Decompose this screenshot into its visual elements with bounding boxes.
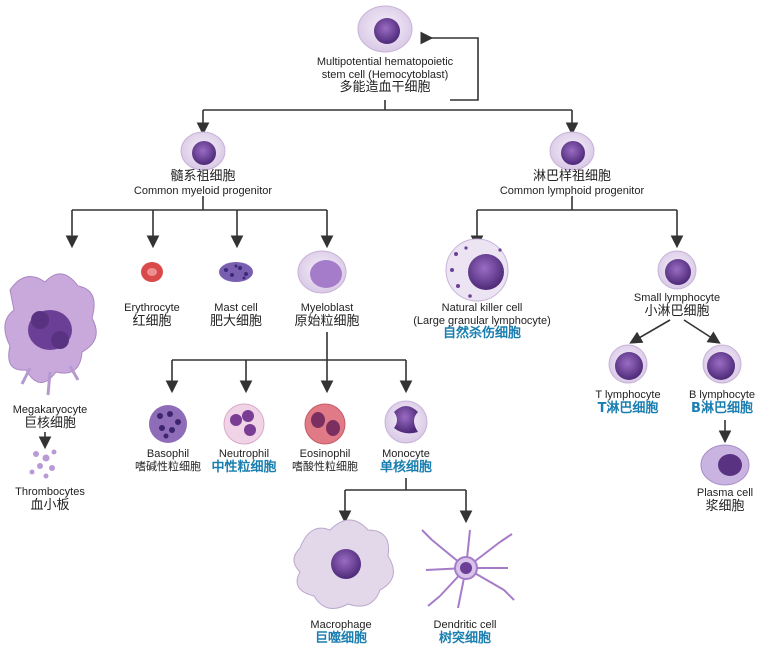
nk-cell-zh: 自然杀伤细胞: [442, 326, 521, 342]
monocyte-zh: 单核细胞: [379, 459, 432, 475]
b-lymphocyte-zh: B淋巴细胞: [691, 400, 753, 416]
myeloblast-zh: 原始粒细胞: [294, 313, 360, 329]
stem-cell-en2: stem cell (Hemocytoblast): [321, 68, 449, 81]
nk-cell-label: Natural killer cell (Large granular lymp…: [397, 302, 567, 342]
myeloblast-en: Myeloblast: [300, 302, 354, 314]
neutrophil-label: Neutrophil 中性粒细胞: [204, 448, 284, 476]
thrombocytes-icon: [29, 449, 57, 479]
small-lymphocyte-zh: 小淋巴细胞: [644, 303, 710, 319]
t-lymphocyte-label: T lymphocyte T淋巴细胞: [583, 389, 673, 417]
thrombocytes-en: Thrombocytes: [15, 486, 85, 498]
megakaryocyte-en: Megakaryocyte: [12, 404, 88, 416]
b-lymphocyte-icon: [702, 344, 742, 384]
basophil-icon: [149, 405, 187, 443]
erythrocyte-label: Erythrocyte 红细胞: [112, 302, 192, 330]
eosinophil-en: Eosinophil: [299, 448, 351, 460]
myeloid-progenitor-icon: [180, 131, 226, 171]
nk-cell-icon: [445, 238, 509, 302]
lymphoid-progenitor-zh: 淋巴样祖细胞: [532, 169, 611, 184]
myeloid-progenitor-en: Common myeloid progenitor: [133, 184, 273, 197]
dendritic-cell-label: Dendritic cell 树突细胞: [420, 619, 510, 647]
lymphoid-progenitor-label: 淋巴样祖细胞 Common lymphoid progenitor: [482, 169, 662, 198]
small-lymphocyte-en: Small lymphocyte: [633, 292, 721, 304]
stem-cell-icon: [357, 5, 413, 53]
b-lymphocyte-en: B lymphocyte: [688, 389, 756, 401]
small-lymph-branch-line: [629, 319, 671, 344]
dendritic-cell-zh: 树突细胞: [438, 630, 491, 646]
t-lymphocyte-zh: T淋巴细胞: [597, 400, 659, 416]
neutrophil-zh: 中性粒细胞: [211, 459, 277, 475]
dendritic-cell-en: Dendritic cell: [433, 619, 497, 631]
monocyte-en: Monocyte: [382, 448, 430, 460]
plasma-cell-en: Plasma cell: [696, 487, 754, 499]
nk-cell-en2: (Large granular lymphocyte): [413, 314, 551, 327]
macrophage-en: Macrophage: [310, 619, 372, 631]
monocyte-label: Monocyte 单核细胞: [366, 448, 446, 476]
stem-cell-en1: Multipotential hematopoietic: [316, 56, 454, 68]
t-lymphocyte-en: T lymphocyte: [595, 389, 661, 401]
dendritic-cell-icon: [421, 529, 515, 609]
small-lymphocyte-label: Small lymphocyte 小淋巴细胞: [617, 292, 737, 320]
b-lymphocyte-label: B lymphocyte B淋巴细胞: [677, 389, 767, 417]
eosinophil-label: Eosinophil 嗜酸性粒细胞: [285, 448, 365, 473]
myeloblast-icon: [297, 250, 347, 294]
basophil-zh: 嗜碱性粒细胞: [135, 459, 201, 473]
neutrophil-en: Neutrophil: [218, 448, 270, 460]
monocyte-icon: [384, 400, 428, 444]
stem-cell-label: Multipotential hematopoietic stem cell (…: [290, 56, 480, 96]
megakaryocyte-label: Megakaryocyte 巨核细胞: [0, 404, 100, 432]
mast-cell-label: Mast cell 肥大细胞: [196, 302, 276, 330]
lymphoid-progenitor-en: Common lymphoid progenitor: [499, 184, 645, 197]
erythrocyte-icon: [141, 262, 163, 282]
erythrocyte-zh: 红细胞: [132, 313, 172, 329]
mast-cell-en: Mast cell: [214, 302, 258, 314]
thrombocytes-label: Thrombocytes 血小板: [0, 486, 100, 514]
thrombocytes-zh: 血小板: [30, 497, 70, 513]
myeloid-progenitor-label: 髓系祖细胞 Common myeloid progenitor: [113, 169, 293, 198]
small-lymphocyte-icon: [657, 250, 697, 290]
lymphoid-progenitor-icon: [549, 131, 595, 171]
neutrophil-icon: [223, 403, 265, 445]
megakaryocyte-icon: [4, 273, 97, 396]
myeloid-progenitor-zh: 髓系祖细胞: [170, 169, 236, 184]
macrophage-zh: 巨噬细胞: [314, 630, 367, 646]
self-renewal-arrow: [420, 31, 479, 101]
plasma-cell-label: Plasma cell 浆细胞: [685, 487, 765, 515]
t-lymphocyte-icon: [608, 344, 648, 384]
macrophage-label: Macrophage 巨噬细胞: [296, 619, 386, 647]
macrophage-icon: [293, 519, 394, 609]
plasma-cell-zh: 浆细胞: [705, 498, 745, 514]
mast-cell-zh: 肥大细胞: [209, 313, 262, 329]
nk-cell-en1: Natural killer cell: [441, 302, 523, 314]
megakaryocyte-zh: 巨核细胞: [23, 415, 76, 431]
basophil-en: Basophil: [146, 448, 190, 460]
eosinophil-icon: [304, 403, 346, 445]
mast-cell-icon: [219, 262, 253, 282]
eosinophil-zh: 嗜酸性粒细胞: [292, 459, 358, 473]
basophil-label: Basophil 嗜碱性粒细胞: [128, 448, 208, 473]
plasma-cell-icon: [700, 444, 750, 486]
stem-cell-zh: 多能造血干细胞: [339, 80, 431, 96]
myeloblast-label: Myeloblast 原始粒细胞: [282, 302, 372, 330]
erythrocyte-en: Erythrocyte: [124, 302, 180, 314]
